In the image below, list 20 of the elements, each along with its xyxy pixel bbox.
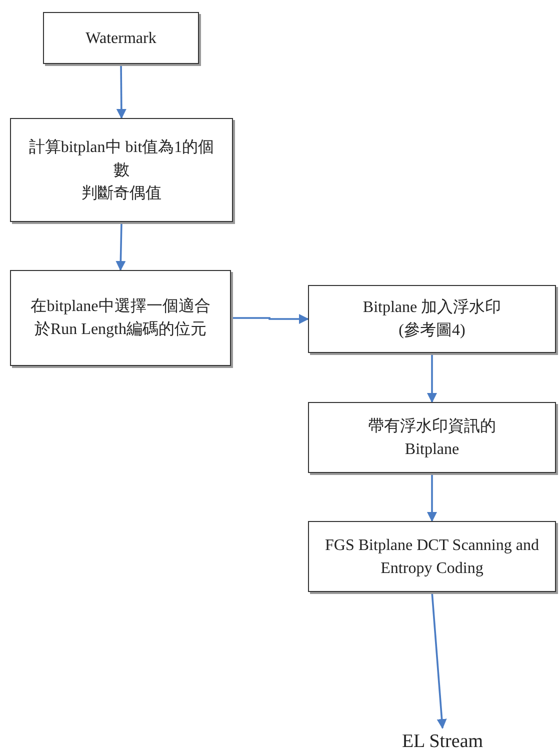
box-text: 判斷奇偶值 [80,184,162,204]
arrow [427,353,437,403]
box-text: 計算bitplan中 bit值為1的個數 [28,138,216,180]
output-label: EL Stream [400,730,484,752]
process-box [308,285,556,353]
process-box [10,118,233,222]
process-box [308,402,556,473]
arrow [431,592,447,729]
arrow [116,222,126,271]
process-box [10,270,231,366]
arrow [231,314,309,324]
box-text: 在bitplane中選擇一個適合於Run Length編碼的位元 [30,296,212,340]
box-text: FGS Bitplane DCT Scanning and Entropy Coding [324,536,540,578]
arrow [427,473,437,522]
arrow [116,64,126,119]
box-text: Bitplane 加入浮水印 (參考圖4) [362,298,502,341]
box-text: Watermark [84,28,158,48]
process-box [43,12,199,64]
box-text: 帶有浮水印資訊的Bitplane [367,416,497,460]
process-box [308,521,556,592]
